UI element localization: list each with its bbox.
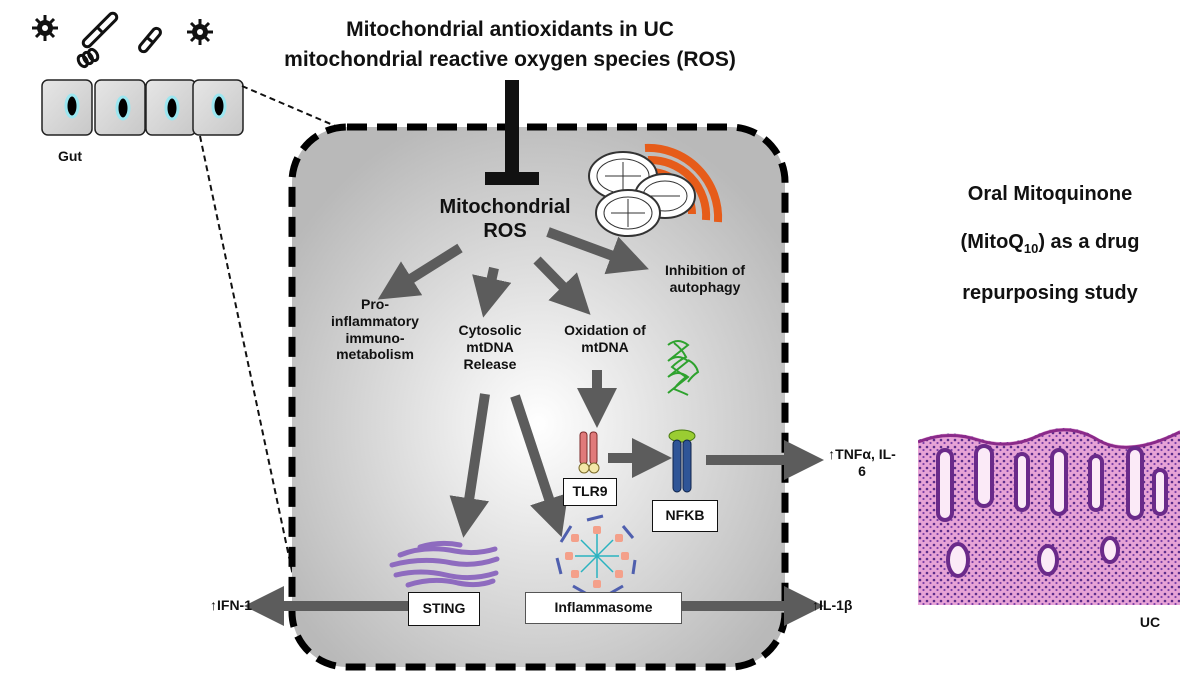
- side-title-line2-pre: (MitoQ: [960, 231, 1024, 253]
- tlr9-box: TLR9: [563, 478, 617, 506]
- inflammasome-box: Inflammasome: [525, 592, 682, 624]
- diagram-title-line1: Mitochondrial antioxidants in UC: [346, 18, 674, 41]
- arrow-cytosolic-to-inflammasome: [510, 394, 569, 538]
- pro-inflammatory-label: Pro- inflammatory immuno- metabolism: [331, 296, 419, 363]
- tlr9-receptor-icon: [578, 431, 600, 474]
- virus-icon: [187, 19, 213, 45]
- bacterium-icon: [81, 11, 119, 49]
- nfkb-box: NFKB: [652, 500, 718, 532]
- inhibition-symbol: [485, 80, 539, 185]
- arrow-to-autophagy: [546, 227, 649, 275]
- side-title: Oral Mitoquinone (MitoQ10) as a drug rep…: [915, 158, 1185, 329]
- gut-epithelium: [41, 79, 244, 136]
- ifn1-output: ↑IFN-1: [210, 597, 252, 613]
- diagram-title-line2: mitochondrial reactive oxygen species (R…: [284, 48, 736, 71]
- cytosolic-mtdna-label: Cytosolic mtDNA Release: [458, 322, 522, 372]
- zoom-line-top: [241, 85, 341, 129]
- il1b-output: ↑IL-1β: [812, 597, 853, 613]
- bacteria-icons: [32, 11, 213, 69]
- mtdna-icon: [667, 340, 700, 396]
- side-title-line3: repurposing study: [962, 281, 1138, 304]
- bacterium-icon: [138, 26, 162, 54]
- autophagy-label: Inhibition of autophagy: [664, 262, 746, 295]
- side-title-line1: Oral Mitoquinone: [967, 183, 1133, 205]
- arrow-to-pro-inflammatory: [377, 243, 463, 300]
- spirochete-icon: [76, 47, 100, 69]
- zoom-line-bottom: [199, 135, 297, 591]
- sting-box: STING: [408, 592, 480, 626]
- sting-er-icon: [389, 540, 500, 588]
- side-title-line2: (MitoQ10) as a drug: [915, 230, 1185, 257]
- pathway-arrows: [244, 227, 824, 626]
- uc-histology-image: [918, 410, 1180, 605]
- virus-icon: [32, 15, 58, 41]
- side-title-line2-post: ) as a drug: [1038, 231, 1140, 253]
- gut-label: Gut: [57, 148, 83, 164]
- mitochondria-icon: [588, 143, 723, 237]
- histology-label: UC: [1139, 614, 1161, 630]
- mitochondrial-ros-label: Mitochondrial ROS: [439, 196, 571, 242]
- arrow-to-oxidation: [533, 256, 591, 315]
- arrow-cytosolic-to-sting: [449, 393, 490, 538]
- inflammasome-icon: [555, 514, 637, 596]
- oxidation-mtdna-label: Oxidation of mtDNA: [564, 322, 646, 355]
- arrow-to-cytosolic: [472, 266, 512, 318]
- side-title-line2-sub: 10: [1023, 241, 1039, 256]
- tnf-il6-output: ↑TNFα, IL- 6: [828, 446, 896, 479]
- nfkb-icon: [668, 429, 696, 493]
